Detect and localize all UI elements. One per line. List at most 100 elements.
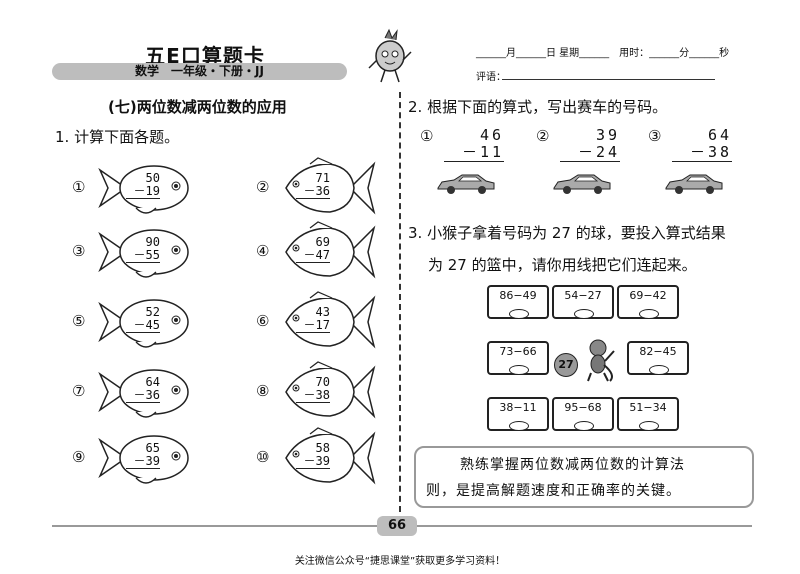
- subtraction-problem: 65－39: [126, 442, 160, 469]
- footer-text: 关注微信公众号“捷思课堂”获取更多学习资料！: [294, 556, 506, 567]
- page-number: 66: [377, 516, 417, 536]
- minuend: 50: [145, 171, 160, 185]
- section-title: (七)两位数减两位数的应用: [108, 98, 287, 116]
- fish-number: ⑨: [72, 448, 86, 466]
- q1-label: 1. 计算下面各题。: [55, 128, 180, 146]
- subtrahend: －39: [296, 455, 330, 469]
- hoop-rim: [574, 421, 594, 431]
- fish-number: ⑧: [256, 382, 270, 400]
- minuend: 71: [315, 171, 330, 185]
- car-number: ①: [420, 127, 434, 145]
- tip-line1: 熟练掌握两位数减两位数的计算法: [460, 457, 685, 473]
- car-number: ③: [648, 127, 662, 145]
- subtraction-problem: 43－17: [296, 306, 330, 333]
- fish-icon: [285, 221, 376, 279]
- minuend: 64: [707, 126, 732, 144]
- fish-number: ⑩: [256, 448, 270, 466]
- monkey-icon: [587, 339, 615, 382]
- vertical-problem: 64－38: [672, 127, 732, 162]
- car-number: ②: [536, 127, 550, 145]
- fish-number: ②: [256, 178, 270, 196]
- fish-number: ③: [72, 242, 86, 260]
- fish-number: ⑥: [256, 312, 270, 330]
- fish-icon: [98, 299, 189, 348]
- minuend: 64: [145, 375, 160, 389]
- subtrahend: －36: [126, 389, 160, 403]
- subtraction-problem: 58－39: [296, 442, 330, 469]
- minuend: 65: [145, 441, 160, 455]
- subtraction-problem: 50－19: [126, 172, 160, 199]
- hoop-expression: 69−42: [629, 289, 667, 302]
- hoop-rim: [509, 365, 529, 375]
- race-car-icon: [437, 174, 495, 194]
- race-car-icon: [665, 174, 723, 194]
- subtraction-problem: 70－38: [296, 376, 330, 403]
- basketball-hoop: 82−45: [627, 341, 689, 375]
- date-line: ______月______日 星期______ 用时：______分______…: [476, 48, 730, 59]
- subtrahend: －36: [296, 185, 330, 199]
- subtraction-problem: 64－36: [126, 376, 160, 403]
- minuend: 69: [315, 235, 330, 249]
- subtrahend: －11: [444, 144, 504, 162]
- column-divider: [399, 92, 401, 512]
- hoop-expression: 51−34: [629, 401, 667, 414]
- fish-icon: [285, 427, 376, 485]
- fish-icon: [98, 435, 189, 484]
- subtrahend: －17: [296, 319, 330, 333]
- fish-icon: [285, 157, 376, 215]
- fish-number: ⑤: [72, 312, 86, 330]
- hoop-expression: 95−68: [564, 401, 602, 414]
- tip-box: 熟练掌握两位数减两位数的计算法 则，是提高解题速度和正确率的关键。: [414, 446, 754, 508]
- fish-number: ④: [256, 242, 270, 260]
- subtrahend: －47: [296, 249, 330, 263]
- q3-line2: 为 27 的篮中，请你用线把它们连起来。: [428, 256, 697, 274]
- subtrahend: －19: [126, 185, 160, 199]
- minuend: 46: [479, 126, 504, 144]
- basketball-hoop: 95−68: [552, 397, 614, 431]
- hoop-rim: [509, 421, 529, 431]
- subtraction-problem: 71－36: [296, 172, 330, 199]
- subtrahend: －38: [672, 144, 732, 162]
- subtraction-problem: 90－55: [126, 236, 160, 263]
- fish-icon: [98, 229, 189, 278]
- race-car-icon: [553, 174, 611, 194]
- subtrahend: －45: [126, 319, 160, 333]
- hoop-expression: 38−11: [499, 401, 537, 414]
- hoop-rim: [574, 309, 594, 319]
- fish-number: ①: [72, 178, 86, 196]
- subtitle-bar: 数学 一年级・下册・JJ: [52, 63, 347, 80]
- hoop-expression: 86−49: [499, 289, 537, 302]
- subtrahend: －55: [126, 249, 160, 263]
- comment-label: 评语：: [476, 72, 506, 83]
- basketball-hoop: 54−27: [552, 285, 614, 319]
- vertical-problem: 39－24: [560, 127, 620, 162]
- q2-label: 2. 根据下面的算式，写出赛车的号码。: [408, 98, 668, 116]
- hoop-expression: 54−27: [564, 289, 602, 302]
- basketball-hoop: 51−34: [617, 397, 679, 431]
- subtraction-problem: 52－45: [126, 306, 160, 333]
- subtraction-problem: 69－47: [296, 236, 330, 263]
- minuend: 70: [315, 375, 330, 389]
- basketball-hoop: 86−49: [487, 285, 549, 319]
- comment-line: [502, 79, 715, 80]
- fish-icon: [285, 361, 376, 419]
- minuend: 52: [145, 305, 160, 319]
- number-ball: 27: [554, 353, 578, 377]
- fish-icon: [98, 165, 189, 214]
- minuend: 39: [595, 126, 620, 144]
- hoop-rim: [639, 309, 659, 319]
- hoop-rim: [509, 309, 529, 319]
- fish-number: ⑦: [72, 382, 86, 400]
- minuend: 58: [315, 441, 330, 455]
- hoop-expression: 73−66: [499, 345, 537, 358]
- subtrahend: －38: [296, 389, 330, 403]
- hoop-rim: [649, 365, 669, 375]
- tip-line2: 则，是提高解题速度和正确率的关键。: [426, 483, 681, 499]
- hoop-rim: [639, 421, 659, 431]
- subtrahend: －24: [560, 144, 620, 162]
- vertical-problem: 46－11: [444, 127, 504, 162]
- minuend: 90: [145, 235, 160, 249]
- basketball-hoop: 38−11: [487, 397, 549, 431]
- minuend: 43: [315, 305, 330, 319]
- hoop-expression: 82−45: [639, 345, 677, 358]
